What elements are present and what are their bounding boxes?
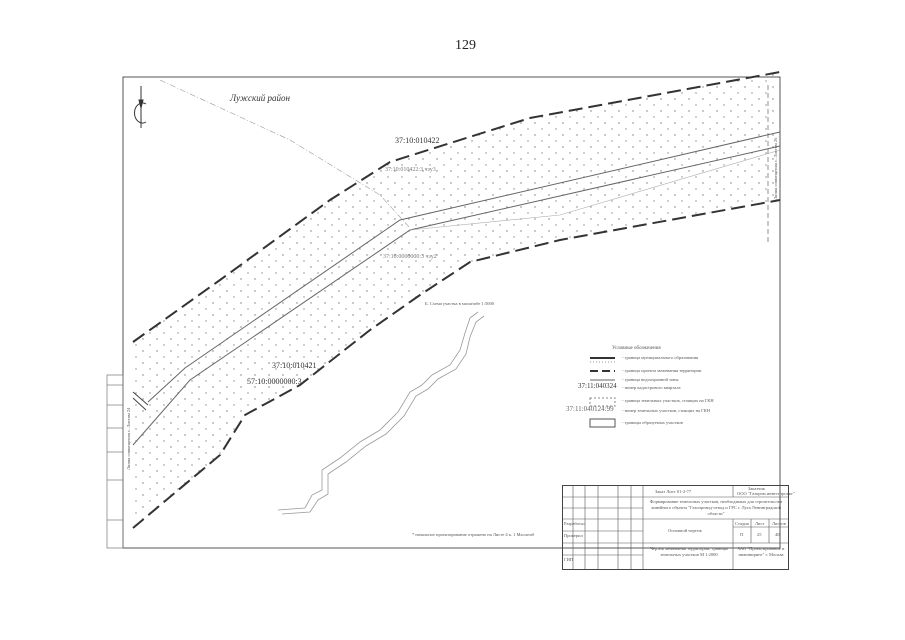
pipeline-line-1: [147, 131, 781, 403]
sheet-value: 25: [757, 532, 762, 537]
lower-boundary: [132, 199, 781, 529]
title-block: Заказ Лист 01-2-77 Заказчик ООО "Газпром…: [562, 485, 795, 570]
pipeline-line-3: [409, 149, 781, 231]
legend-item: - граница муниципального образования: [622, 355, 699, 360]
parcel-label-middle-sub: 37:10:0000000:3 чзу2: [383, 254, 437, 260]
legend-symbols: [589, 357, 616, 428]
stage-value: П: [740, 532, 744, 537]
parcel-label-top-sub: 37:10:010422:3 чзу3: [385, 167, 436, 173]
legend-item: - номер земельных участков, стоящих на Г…: [622, 408, 710, 413]
title-block-grid: [563, 486, 788, 569]
legend-item: - номер кадастрового квартала: [622, 385, 681, 390]
drawing-title: Чертеж межевания территории; границы зем…: [649, 546, 729, 557]
pipeline-end-marker: [132, 391, 149, 411]
district-label: Лужский район: [230, 93, 290, 103]
sheet-header: Лист: [755, 521, 765, 526]
parcel-label-lower-sub: 57:10:0000000:3: [247, 377, 302, 386]
project-title: Формирование земельных участков, необход…: [649, 499, 783, 516]
left-strip: [106, 374, 124, 549]
customer: ООО "Газпром инвестпроект": [737, 491, 795, 496]
north-arrow-icon: [134, 86, 147, 128]
legend-code: 37:11:040124:99: [566, 405, 614, 413]
stage-header: Стадия: [735, 521, 749, 526]
role-chief-engineer: ГИП: [564, 557, 574, 562]
sheets-header: Листов: [772, 521, 786, 526]
project-area-fill: [133, 72, 780, 528]
footnote: * начальное проектирование отражено на Л…: [412, 532, 535, 537]
match-line-right-label: Линия совмещения с. Листом 26: [773, 137, 778, 200]
customer-label: Заказчик: [748, 486, 765, 491]
inset-staircase-parcels: [277, 311, 485, 515]
doc-code: Заказ Лист 01-2-77: [655, 489, 692, 494]
parcel-label-lower: 37:10:010421: [272, 361, 317, 370]
map-frame: [122, 76, 781, 549]
legend-item: - граница земельных участков, стоящих на…: [622, 398, 714, 403]
sheet-name: Основной чертеж: [668, 528, 702, 533]
legend-item: - границы образуемых участков: [622, 420, 683, 425]
page-number: 129: [455, 38, 476, 53]
role-checker: Проверил: [564, 533, 583, 538]
legend-title: Условные обозначения: [612, 346, 661, 351]
upper-boundary: [132, 71, 781, 343]
sheets-value: 40: [775, 532, 780, 537]
organization: ЗАО "Проектирование и инжиниринг" г. Мос…: [737, 546, 785, 557]
legend-item: - граница проекта межевания территории: [622, 368, 702, 373]
legend-item: - граница водоохранной зоны: [622, 377, 679, 382]
match-line-left-label: Линия совмещения с. Листом 24: [126, 407, 131, 470]
pipeline-line-2: [132, 145, 781, 446]
parcel-label-top: 37:10:010422: [395, 136, 440, 145]
municipal-boundary-line: [159, 79, 411, 229]
role-developer: Разработал: [564, 521, 586, 526]
legend-code: 37:11:040324: [578, 382, 617, 390]
inset-caption: Б. Схема участка в масштабе 1:5000: [425, 301, 495, 306]
